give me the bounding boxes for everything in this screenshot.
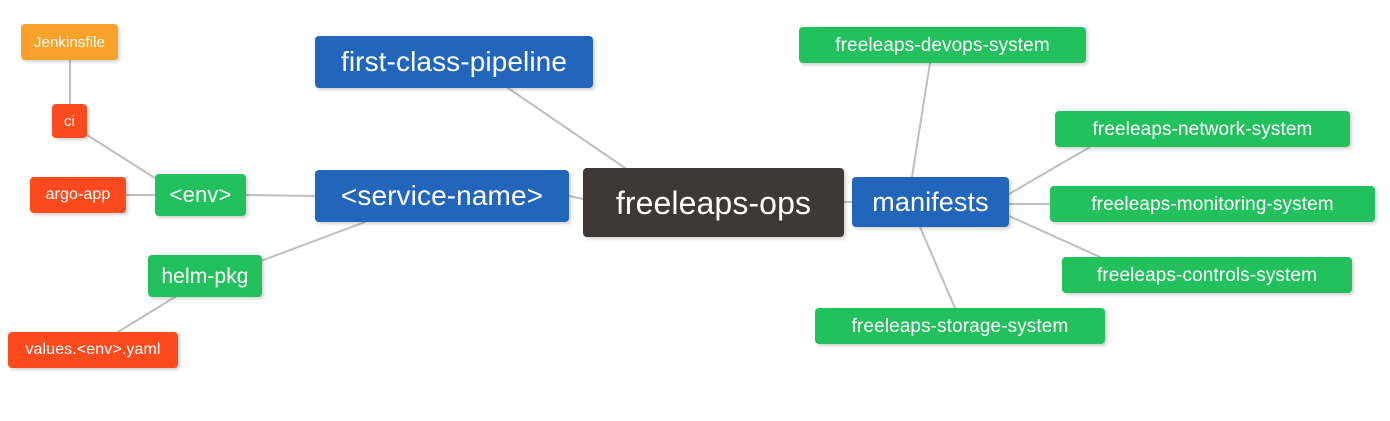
node-network-system[interactable]: freeleaps-network-system [1055,111,1350,147]
edge-ci-to-env [86,134,159,181]
node-env[interactable]: <env> [155,174,246,216]
edge-first-class-pipeline-to-freeleaps-ops [507,87,626,169]
edge-helm-pkg-to-values-yaml [117,296,176,333]
node-service-name[interactable]: <service-name> [315,170,569,222]
node-jenkinsfile[interactable]: Jenkinsfile [21,24,118,60]
node-values-yaml[interactable]: values.<env>.yaml [8,332,178,368]
edge-devops-system-to-manifests [911,62,931,178]
node-controls-system[interactable]: freeleaps-controls-system [1062,257,1352,293]
edge-manifests-to-controls-system [1008,215,1101,258]
node-devops-system[interactable]: freeleaps-devops-system [799,27,1086,63]
edge-service-name-to-helm-pkg [257,221,366,263]
node-argo-app[interactable]: argo-app [30,177,126,213]
node-ci[interactable]: ci [52,104,87,138]
node-monitoring-system[interactable]: freeleaps-monitoring-system [1050,186,1375,222]
node-helm-pkg[interactable]: helm-pkg [148,255,262,297]
node-freeleaps-ops[interactable]: freeleaps-ops [583,168,844,237]
node-storage-system[interactable]: freeleaps-storage-system [815,308,1105,344]
node-manifests[interactable]: manifests [852,177,1009,227]
edge-manifests-to-storage-system [919,226,956,309]
edge-service-name-to-freeleaps-ops [568,195,584,200]
edge-env-to-service-name [245,194,316,197]
node-first-class-pipeline[interactable]: first-class-pipeline [315,36,593,88]
